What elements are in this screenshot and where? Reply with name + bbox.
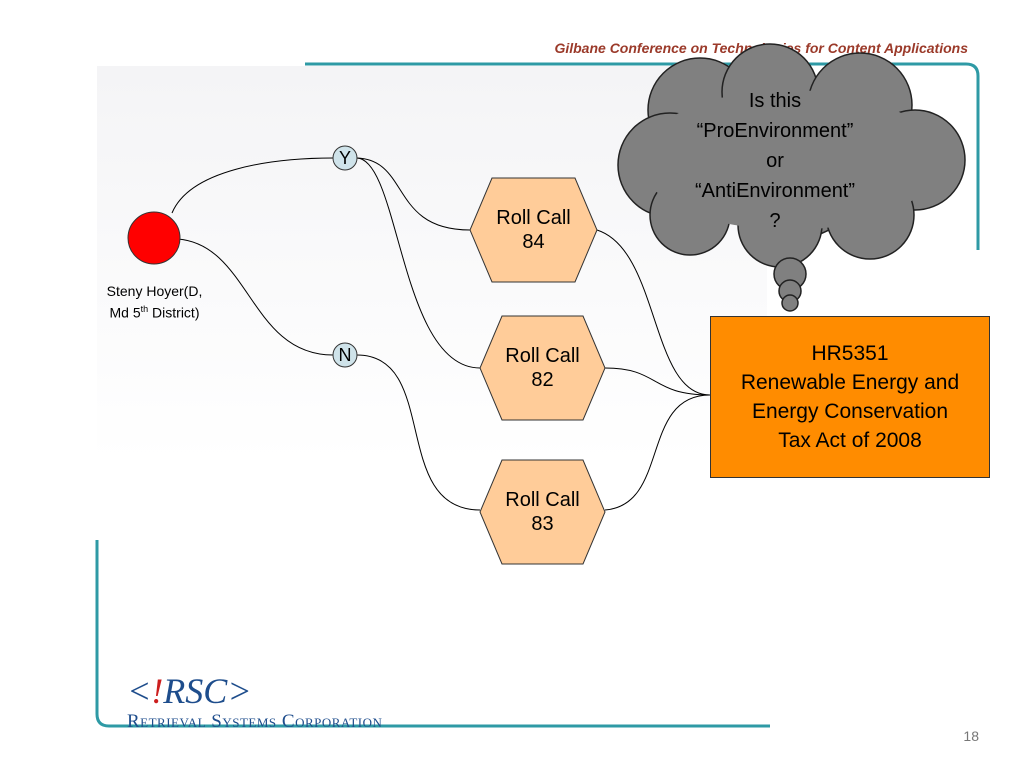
edge-person-to-no: [177, 238, 334, 356]
frame-bottom-line: [95, 540, 770, 728]
roll-call-84-label: Roll Call 84: [470, 206, 597, 254]
bill-number: HR5351: [811, 342, 889, 365]
bill-title-line1: Renewable Energy and: [740, 371, 960, 394]
bill-box: HR5351 Renewable Energy and Energy Conse…: [710, 316, 990, 478]
person-name-line1: Steny Hoyer(D,: [106, 283, 203, 299]
bill-title-line2: Energy Conservation: [751, 400, 949, 423]
roll-call-83-label: Roll Call 83: [480, 488, 605, 536]
cloud-line-2: “ProEnvironment”: [696, 120, 854, 142]
roll-call-83-shape: [479, 459, 606, 565]
logo-lt: <: [127, 671, 152, 711]
edge-roll82-to-bill: [604, 367, 711, 396]
roll-call-84-number: 84: [522, 231, 545, 253]
company-name: Retrieval Systems Corporation: [127, 711, 383, 732]
no-label: N: [338, 345, 352, 365]
thought-cloud: [617, 43, 966, 268]
cloud-line-3: or: [766, 150, 784, 172]
edge-no-to-roll83: [356, 354, 481, 511]
page-number: 18: [963, 728, 979, 744]
no-node: [332, 342, 358, 368]
logo-mark: <!RSC>: [127, 673, 382, 709]
cloud-question: Is this “ProEnvironment” or “AntiEnviron…: [640, 86, 910, 236]
company-logo: <!RSC> Retrieval Systems Corporation: [127, 673, 382, 733]
logo-bang: !: [151, 671, 164, 711]
edge-yes-to-roll82: [356, 157, 481, 369]
logo-gt: >: [227, 671, 252, 711]
roll-call-83-number: 83: [531, 513, 554, 535]
yes-node: [332, 145, 358, 171]
edge-roll83-to-bill: [604, 394, 711, 511]
roll-call-83-title: Roll Call: [505, 489, 580, 511]
roll-call-82-shape: [479, 315, 606, 421]
roll-call-84-shape: [469, 177, 598, 283]
person-node: [127, 211, 181, 265]
edge-roll84-to-bill: [596, 229, 711, 396]
bill-title-line3: Tax Act of 2008: [778, 429, 922, 452]
person-label: Steny Hoyer(D, Md 5th District): [72, 282, 237, 322]
person-district-prefix: Md 5: [109, 304, 141, 321]
frame-top-line: [305, 62, 980, 250]
yes-label: Y: [338, 148, 351, 168]
edge-yes-to-roll84: [356, 157, 471, 231]
connectors: [171, 157, 711, 511]
cloud-line-1: Is this: [748, 90, 802, 112]
roll-call-82-number: 82: [531, 369, 554, 391]
edge-person-to-yes: [171, 157, 334, 214]
roll-call-84-title: Roll Call: [496, 207, 571, 229]
roll-call-82-title: Roll Call: [505, 345, 580, 367]
person-district-rest: District): [148, 304, 200, 321]
person-district-suffix: th: [140, 304, 149, 314]
logo-rsc: RSC: [163, 671, 228, 711]
roll-call-82-label: Roll Call 82: [480, 344, 605, 392]
thought-bubble-small: [781, 294, 799, 312]
cloud-line-4: “AntiEnvironment”: [694, 180, 856, 202]
cloud-line-5: ?: [769, 210, 781, 232]
